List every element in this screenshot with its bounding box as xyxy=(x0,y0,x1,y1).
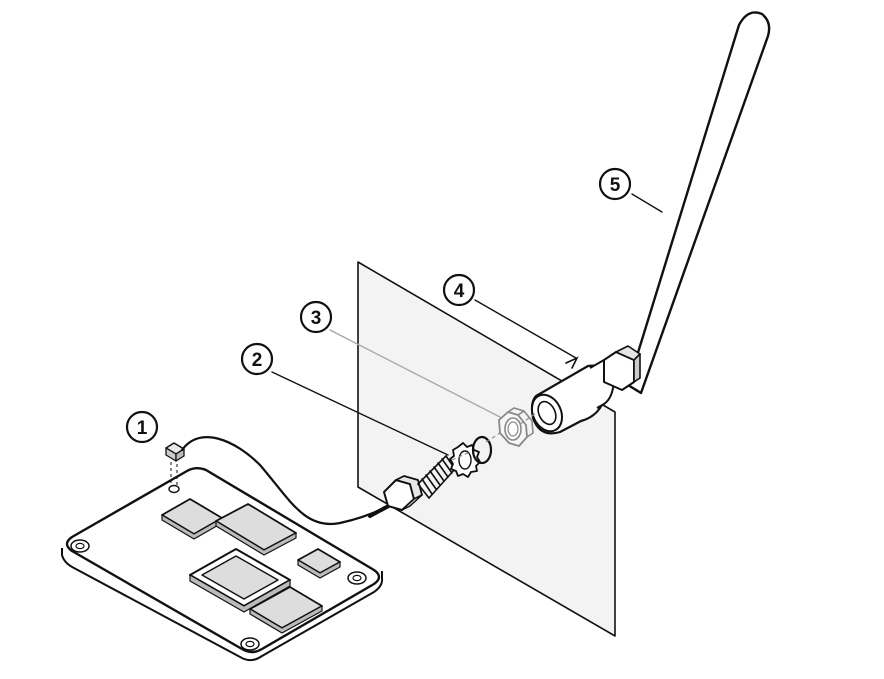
callout-label: 3 xyxy=(311,308,322,329)
mounting-hole xyxy=(70,539,90,553)
callout-label: 1 xyxy=(137,418,148,439)
circuit-board xyxy=(61,467,384,662)
chip xyxy=(297,548,341,579)
callout-5: 5 xyxy=(598,167,632,201)
chip xyxy=(215,503,297,556)
leader-line-5 xyxy=(631,193,663,213)
callout-1: 1 xyxy=(125,410,159,444)
leader-line-4 xyxy=(474,299,577,359)
callout-2: 2 xyxy=(240,342,274,376)
leader-lines xyxy=(271,193,663,456)
callout-label: 2 xyxy=(252,350,263,371)
leader-line-3 xyxy=(329,329,501,418)
hex-nut xyxy=(498,407,534,447)
antenna-rod xyxy=(603,11,771,395)
antenna-base xyxy=(530,359,615,435)
callout-3: 3 xyxy=(299,300,333,334)
bulkhead-connector xyxy=(383,455,456,511)
callout-4: 4 xyxy=(442,273,476,307)
ufl-connector xyxy=(165,442,185,486)
antenna-cable xyxy=(180,436,386,526)
leader-arrow-4 xyxy=(565,356,579,369)
processor-chip xyxy=(189,548,291,613)
assembly-axis xyxy=(451,413,536,461)
mounting-hole xyxy=(347,571,367,585)
enclosure-panel xyxy=(357,261,616,637)
mounting-hole xyxy=(240,637,260,651)
leader-line-2 xyxy=(271,371,449,456)
callout-label: 4 xyxy=(454,281,465,302)
board-hole xyxy=(168,484,180,494)
chip xyxy=(249,586,323,634)
o-ring xyxy=(471,435,493,465)
callout-label: 5 xyxy=(610,175,621,196)
